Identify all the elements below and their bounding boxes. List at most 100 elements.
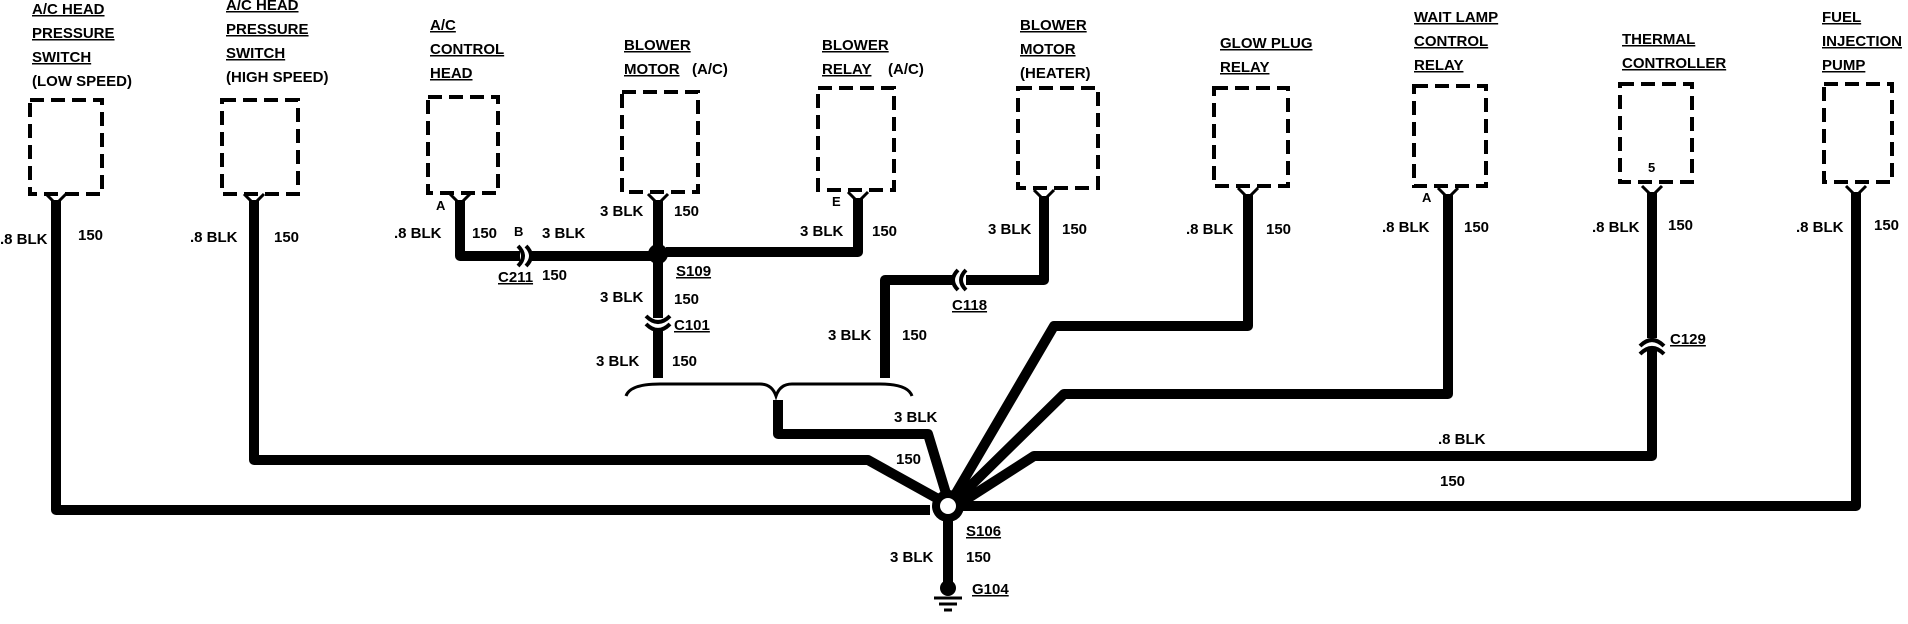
ac-head-high-subtitle: (HIGH SPEED) xyxy=(226,69,329,86)
wire-thermal-lower xyxy=(953,350,1657,511)
ac-head-high-gauge: .8 BLK xyxy=(190,229,238,246)
g104-ground-symbol xyxy=(934,580,962,612)
wire-blower-relay-ac xyxy=(666,198,863,257)
glow-plug-relay-circuit: 150 xyxy=(1266,221,1291,238)
wait-lamp-relay-circuit: 150 xyxy=(1464,219,1489,236)
c101-label: C101 xyxy=(674,317,710,334)
g104-label: G104 xyxy=(972,581,1009,598)
c211-connector xyxy=(516,244,533,268)
thermal-controller-gauge: .8 BLK xyxy=(1592,219,1640,236)
harness-brace xyxy=(624,382,914,401)
ac-control-head-circuit: 150 xyxy=(472,225,497,242)
ac-head-high-box xyxy=(220,98,300,196)
wire-fuel-injection-pump xyxy=(956,192,1861,511)
glow-plug-relay-gauge: .8 BLK xyxy=(1186,221,1234,238)
ac-control-head-title-2: CONTROL xyxy=(430,41,504,58)
c211-gauge-after: 3 BLK xyxy=(542,225,586,242)
ac-head-high-circuit: 150 xyxy=(274,229,299,246)
ac-control-head-pin: A xyxy=(436,198,446,213)
c129-label: C129 xyxy=(1670,331,1706,348)
wait-lamp-relay-title-3: RELAY xyxy=(1414,57,1463,74)
blower-motor-ac-box xyxy=(620,90,700,194)
wait-lamp-relay-pin: A xyxy=(1422,190,1432,205)
s106-splice xyxy=(932,490,964,522)
ac-control-head-title-3: HEAD xyxy=(430,65,473,82)
bundle-gauge: 3 BLK xyxy=(894,409,938,426)
blower-motor-heater-subtitle: (HEATER) xyxy=(1020,65,1091,82)
terminal-fittings xyxy=(44,184,1868,207)
c211-circuit-below: 150 xyxy=(542,267,567,284)
ac-head-low-title-2: PRESSURE xyxy=(32,25,115,42)
c101-gauge-below: 3 BLK xyxy=(596,353,640,370)
blower-relay-ac-gauge: 3 BLK xyxy=(800,223,844,240)
c211-label: C211 xyxy=(498,269,533,286)
ground-wire-gauge: 3 BLK xyxy=(890,549,934,566)
blower-motor-ac-subtitle: (A/C) xyxy=(692,61,728,78)
fuel-injection-pump-box xyxy=(1822,82,1894,184)
c129-connector xyxy=(1638,338,1666,356)
wire-ac-head-high xyxy=(249,200,943,505)
fuel-injection-pump-title-3: PUMP xyxy=(1822,57,1865,74)
wait-lamp-relay-box xyxy=(1412,84,1488,188)
thermal-controller-box xyxy=(1618,82,1694,184)
c118-circuit-below: 150 xyxy=(902,327,927,344)
blower-relay-ac-box xyxy=(816,86,896,192)
wire-c118-below xyxy=(880,275,952,378)
ac-head-low-circuit: 150 xyxy=(78,227,103,244)
fuel-injection-pump-title-1: FUEL xyxy=(1822,9,1861,26)
thermal-controller-title-1: THERMAL xyxy=(1622,31,1695,48)
ac-head-low-title-1: A/C HEAD xyxy=(32,1,105,18)
blower-motor-heater-title-2: MOTOR xyxy=(1020,41,1076,58)
thermal-controller-pin: 5 xyxy=(1648,160,1655,175)
bundle-circuit: 150 xyxy=(896,451,921,468)
blower-motor-heater-box xyxy=(1016,86,1100,190)
blower-motor-ac-title-1: BLOWER xyxy=(624,37,691,54)
thermal-controller-title-2: CONTROLLER xyxy=(1622,55,1726,72)
blower-relay-ac-subtitle: (A/C) xyxy=(888,61,924,78)
wire-bundle xyxy=(773,400,953,502)
blower-motor-ac-gauge: 3 BLK xyxy=(600,203,644,220)
c118-label: C118 xyxy=(952,297,987,314)
thermal-run-gauge: .8 BLK xyxy=(1438,431,1486,448)
wire-wait-lamp-relay xyxy=(950,194,1453,506)
c101-connector xyxy=(644,314,672,332)
glow-plug-relay-title-1: GLOW PLUG xyxy=(1220,35,1313,52)
ac-head-high-title-1: A/C HEAD xyxy=(226,0,299,14)
ac-control-head-title-1: A/C xyxy=(430,17,456,34)
thermal-run-circuit: 150 xyxy=(1440,473,1465,490)
ac-head-low-box xyxy=(28,98,104,196)
wire-ac-head-low xyxy=(51,200,930,515)
c101-circuit-below: 150 xyxy=(672,353,697,370)
ac-head-high-title-2: PRESSURE xyxy=(226,21,309,38)
ground-wire-circuit: 150 xyxy=(966,549,991,566)
ac-head-low-gauge: .8 BLK xyxy=(0,231,48,248)
s106-label: S106 xyxy=(966,523,1001,540)
blower-motor-heater-title-1: BLOWER xyxy=(1020,17,1087,34)
blower-motor-heater-gauge: 3 BLK xyxy=(988,221,1032,238)
c211-pin: B xyxy=(514,224,523,239)
blower-relay-ac-title-1: BLOWER xyxy=(822,37,889,54)
glow-plug-relay-title-2: RELAY xyxy=(1220,59,1269,76)
thermal-controller-circuit: 150 xyxy=(1668,217,1693,234)
blower-relay-ac-pin: E xyxy=(832,194,841,209)
ac-head-high-title-3: SWITCH xyxy=(226,45,285,62)
s109-splice-dot xyxy=(648,244,668,264)
wait-lamp-relay-title-2: CONTROL xyxy=(1414,33,1488,50)
c101-gauge-above: 3 BLK xyxy=(600,289,644,306)
blower-relay-ac-circuit: 150 xyxy=(872,223,897,240)
fuel-injection-pump-circuit: 150 xyxy=(1874,217,1899,234)
wait-lamp-relay-title-1: WAIT LAMP xyxy=(1414,9,1498,26)
blower-motor-ac-title-2: MOTOR xyxy=(624,61,680,78)
wire-ac-control-head xyxy=(455,200,520,261)
blower-motor-heater-circuit: 150 xyxy=(1062,221,1087,238)
c118-gauge-below: 3 BLK xyxy=(828,327,872,344)
c118-connector xyxy=(951,268,968,292)
ac-head-low-title-3: SWITCH xyxy=(32,49,91,66)
fuel-injection-pump-gauge: .8 BLK xyxy=(1796,219,1844,236)
ac-head-low-subtitle: (LOW SPEED) xyxy=(32,73,132,90)
fuel-injection-pump-title-2: INJECTION xyxy=(1822,33,1902,50)
ac-control-head-box xyxy=(426,95,500,195)
blower-motor-ac-circuit: 150 xyxy=(674,203,699,220)
blower-relay-ac-title-2: RELAY xyxy=(822,61,871,78)
